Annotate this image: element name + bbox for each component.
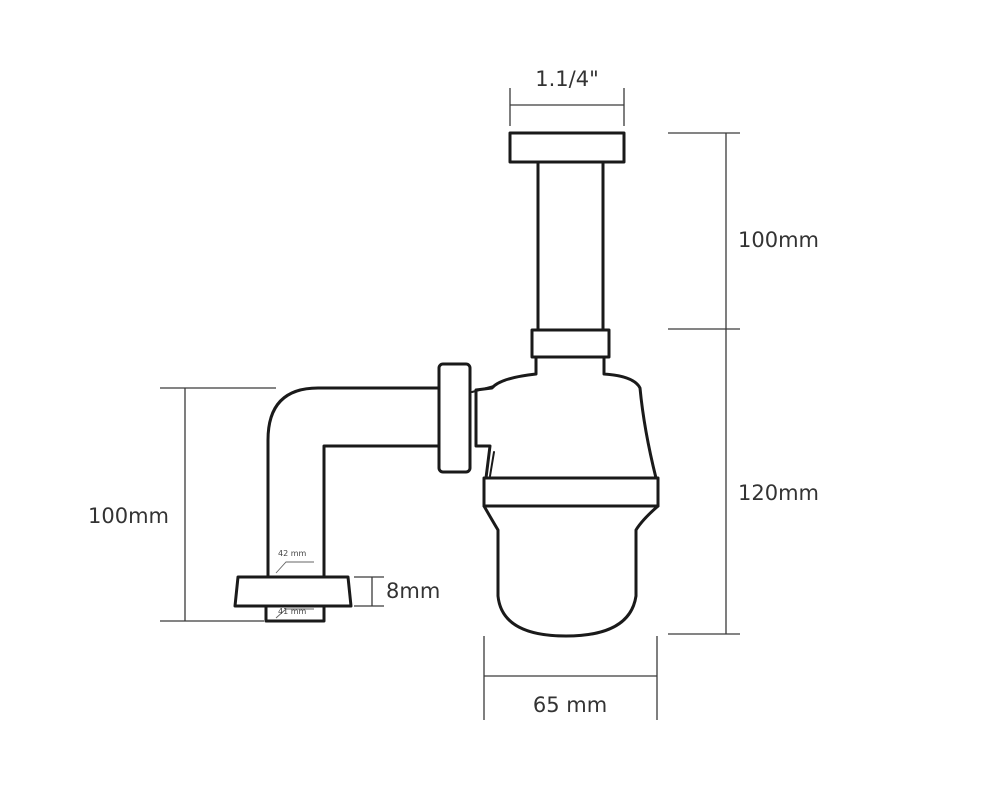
outer-diameter-label: 42 mm xyxy=(278,549,307,558)
inlet-diameter-label: 1.1/4" xyxy=(535,67,599,91)
outlet-height-label: 100mm xyxy=(88,504,169,528)
dimension-labels: 1.1/4" 100mm 120mm 100mm 8mm 65 mm 42 mm… xyxy=(88,67,819,717)
side-connector xyxy=(471,385,495,393)
bottle-trap xyxy=(233,131,660,638)
dimension-lines xyxy=(160,88,740,720)
union-nut xyxy=(437,362,472,474)
inner-diameter-label: 41 mm xyxy=(278,607,307,616)
tail-compression-nut xyxy=(530,328,611,359)
bottle-body xyxy=(474,353,658,480)
inlet-nut xyxy=(508,131,626,164)
nut-height-label: 8mm xyxy=(386,579,440,603)
bottle-cup xyxy=(482,504,660,638)
bottle-collar xyxy=(482,476,660,508)
trap-height-label: 120mm xyxy=(738,481,819,505)
outlet-nut xyxy=(233,575,353,608)
bottle-inner-edge xyxy=(489,451,495,477)
tail-length-label: 100mm xyxy=(738,228,819,252)
tail-pipe xyxy=(536,160,605,332)
outlet-spigot xyxy=(264,604,326,623)
bottle-width-label: 65 mm xyxy=(533,693,607,717)
